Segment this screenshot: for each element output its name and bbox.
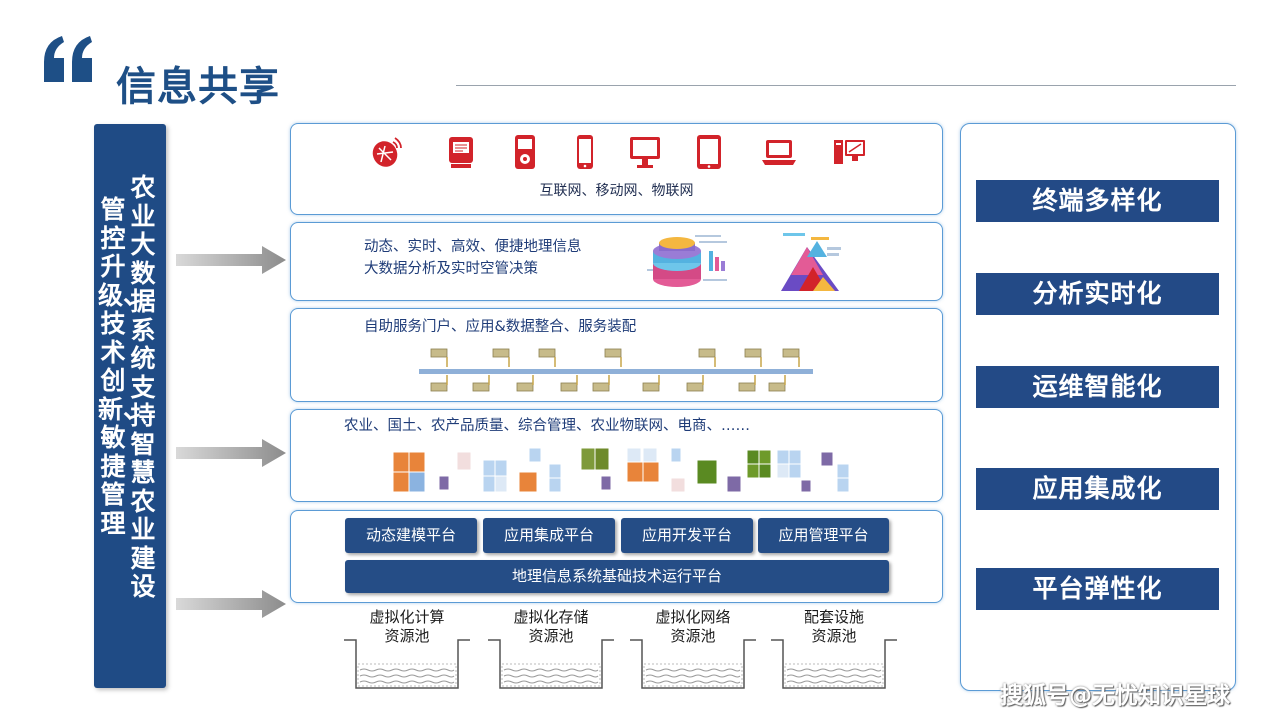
features-panel: 终端多样化 分析实时化 运维智能化 应用集成化 平台弹性化 [960, 123, 1236, 691]
pool-tank-icon [769, 638, 899, 690]
satellite-dish-icon [369, 134, 405, 170]
pool-title: 虚拟化存储 [486, 608, 616, 627]
laptop-icon [761, 134, 797, 170]
pool-title: 虚拟化计算 [342, 608, 472, 627]
infographic-chart-icon [643, 229, 735, 295]
smartphone-icon [567, 134, 603, 170]
resource-pool-storage: 虚拟化存储 资源池 [486, 608, 616, 692]
analysis-layer-panel: 动态、实时、高效、便捷地理信息 大数据分析及实时空管决策 [290, 222, 943, 301]
pool-title: 配套设施 [769, 608, 899, 627]
feature-platform-elasticity: 平台弹性化 [976, 568, 1219, 610]
device-row [361, 134, 881, 172]
arrow-right-icon [176, 246, 286, 274]
analysis-line-1: 动态、实时、高效、便捷地理信息 [364, 235, 582, 256]
applications-layer-panel: 农业、国土、农产品质量、综合管理、农业物联网、电商、…… [290, 409, 943, 502]
network-layer-label: 互联网、移动网、物联网 [291, 180, 942, 200]
service-bus-diagram [419, 345, 819, 397]
monitor-icon [627, 134, 663, 170]
feature-realtime-analysis: 分析实时化 [976, 273, 1219, 315]
platform-button-modeling[interactable]: 动态建模平台 [345, 518, 477, 553]
analysis-line-2: 大数据分析及实时空管决策 [364, 257, 538, 278]
pool-tank-icon [628, 638, 758, 690]
feature-app-integration: 应用集成化 [976, 468, 1219, 510]
application-cubes-graphic [391, 446, 853, 498]
gis-base-platform[interactable]: 地理信息系统基础技术运行平台 [345, 560, 889, 593]
workstation-icon [831, 134, 867, 170]
desktop-terminal-icon [443, 134, 479, 170]
arrow-right-icon [176, 590, 286, 618]
resource-pool-network: 虚拟化网络 资源池 [628, 608, 758, 692]
arrow-right-icon [176, 439, 286, 467]
resource-pool-facilities: 配套设施 资源池 [769, 608, 899, 692]
platform-button-integration[interactable]: 应用集成平台 [483, 518, 615, 553]
banner-text-primary: 农业大数据系统支持智慧农业建设 [128, 174, 158, 602]
mobile-device-icon [507, 134, 543, 170]
feature-terminal-diversity: 终端多样化 [976, 180, 1219, 222]
services-layer-label: 自助服务门户、应用&数据整合、服务装配 [364, 315, 636, 336]
page-title: 信息共享 [116, 54, 280, 112]
pool-title: 虚拟化网络 [628, 608, 758, 627]
tablet-icon [691, 134, 727, 170]
pool-tank-icon [486, 638, 616, 690]
title-divider [456, 85, 1236, 86]
services-layer-panel: 自助服务门户、应用&数据整合、服务装配 [290, 308, 943, 402]
applications-layer-label: 农业、国土、农产品质量、综合管理、农业物联网、电商、…… [344, 414, 750, 435]
banner-text-secondary: 管控升级、技术创新、敏捷管理 [98, 196, 128, 538]
platform-button-management[interactable]: 应用管理平台 [758, 518, 889, 553]
watermark: 搜狐号@无忧知识星球 [1000, 676, 1230, 710]
quote-mark-icon [40, 34, 96, 84]
vertical-banner: 农业大数据系统支持智慧农业建设 管控升级、技术创新、敏捷管理 [94, 124, 166, 688]
platform-button-development[interactable]: 应用开发平台 [621, 518, 753, 553]
platform-layer-panel: 动态建模平台 应用集成平台 应用开发平台 应用管理平台 地理信息系统基础技术运行… [290, 510, 943, 603]
pool-tank-icon [342, 638, 472, 690]
infographic-pyramid-icon [777, 227, 847, 297]
network-layer-panel: 互联网、移动网、物联网 [290, 123, 943, 215]
resource-pool-compute: 虚拟化计算 资源池 [342, 608, 472, 692]
feature-intelligent-ops: 运维智能化 [976, 366, 1219, 408]
